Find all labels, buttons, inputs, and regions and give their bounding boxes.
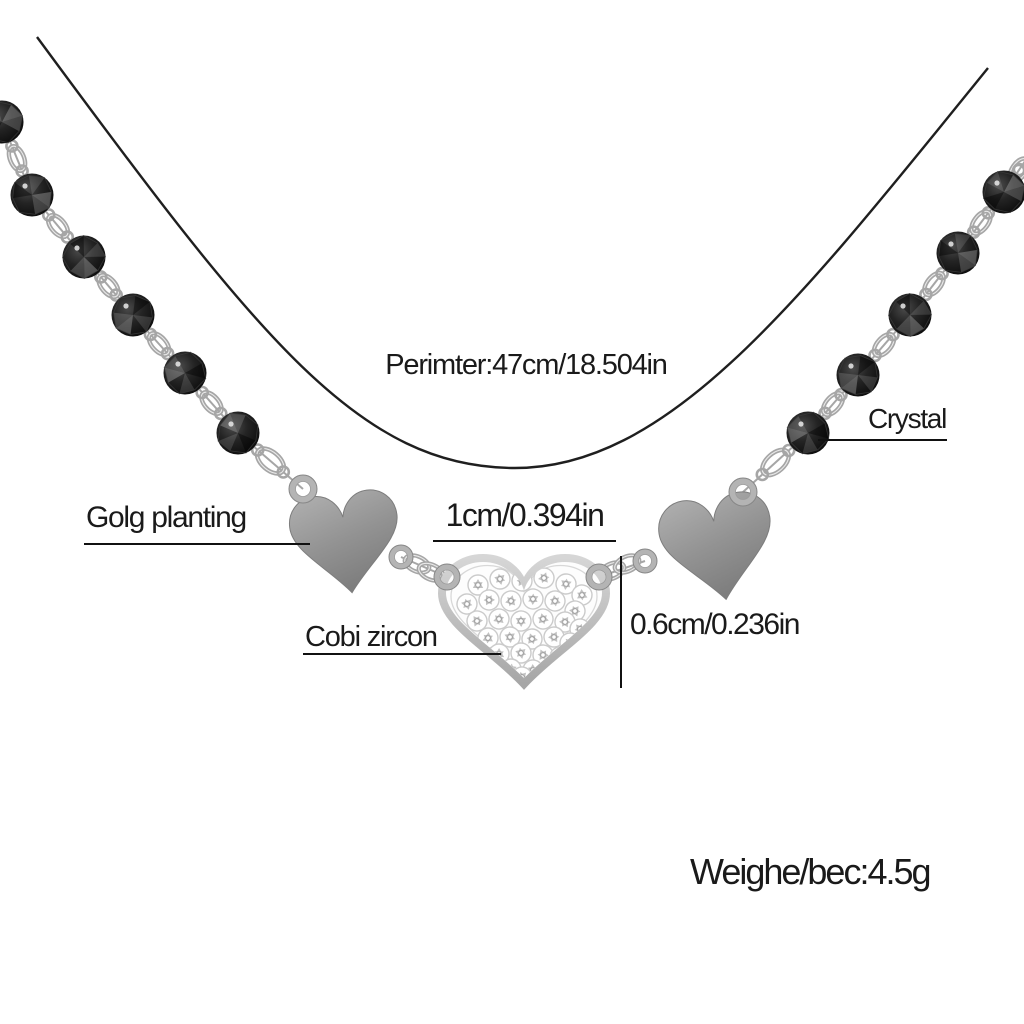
crystal-bead [216,411,260,455]
crystal-bead [836,353,880,397]
crystal-label: Crystal [867,403,947,434]
zircon-label: Cobi zircon [305,621,438,653]
crystal-leader-line [818,439,947,441]
crystal-bead [982,170,1024,214]
perimeter-label: Perimter:47cm/18.504in [385,349,668,381]
weight-label: Weighe/bec:4.5g [690,851,932,892]
crystal-bead [936,231,980,275]
connector-ring [388,544,414,570]
pendant-width-label: 1cm/0.394in [445,497,605,533]
connector-ring [632,548,658,574]
pendant-height-label: 0.6cm/0.236in [630,608,800,641]
crystal-bead [111,293,155,337]
pendant-width-measure-line [433,540,616,542]
wire-chain [36,36,989,470]
crystal-bead [888,293,932,337]
connector-ring [585,563,613,591]
connector-ring [433,563,461,591]
connector-ring [288,474,318,504]
crystal-bead [786,411,830,455]
right-bead-chain [742,156,1024,493]
crystal-bead [10,173,54,217]
crystal-bead [163,351,207,395]
crystal-pave-heart-pendant [437,553,611,690]
crystal-bead [62,235,106,279]
zircon-leader-line [303,653,501,655]
gold-heart-left-pendant [289,489,398,594]
gold-heart-right-pendant [658,491,771,601]
pendant-height-measure-line [620,556,622,688]
connector-ring [728,477,758,507]
gold-plating-leader-line [84,543,310,545]
gold-plating-label: Golg planting [86,501,247,534]
crystal-bead [0,100,24,144]
